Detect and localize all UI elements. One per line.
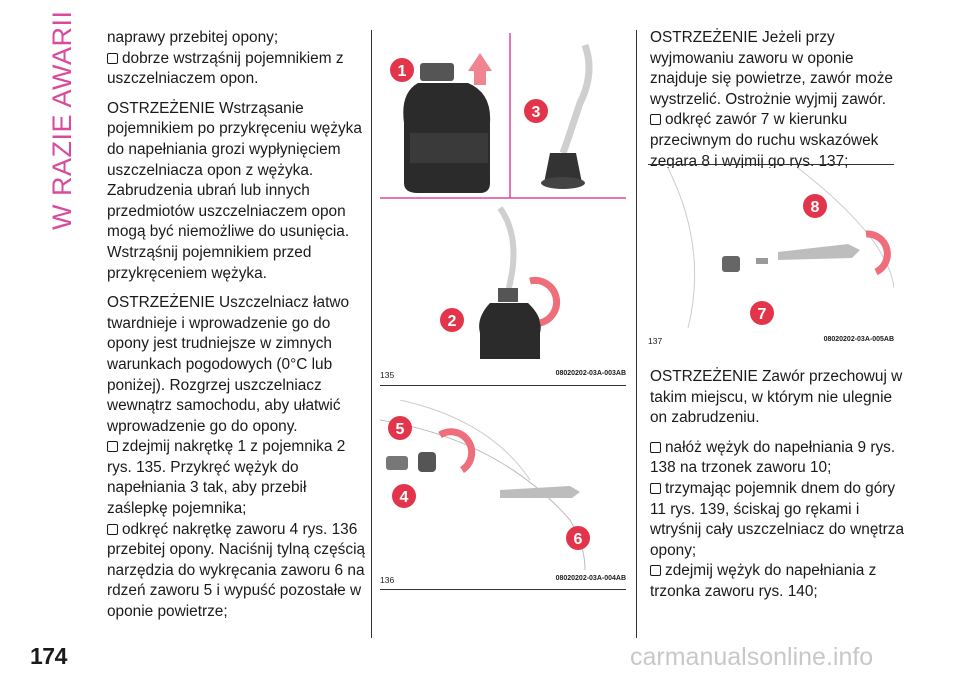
callout-label: 5 (396, 421, 405, 438)
left-text-column: naprawy przebitej opony; dobrze wstrząśn… (107, 28, 369, 632)
callout-2-icon (440, 308, 464, 332)
bullet-item: nałóż wężyk do napełniania 9 rys. 138 na… (650, 438, 910, 479)
callout-4-icon (392, 484, 416, 508)
callout-label: 7 (758, 306, 767, 323)
figure-135-illustration: 1 3 2 (380, 33, 626, 363)
callout-1-icon (390, 58, 414, 82)
callout-6-icon (566, 526, 590, 550)
bullet-icon (650, 565, 661, 577)
callout-5-icon (388, 416, 412, 440)
bullet-text: odkręć nakrętkę zaworu 4 rys. 136 przebi… (107, 520, 366, 621)
callout-3-icon (524, 99, 548, 123)
bullet-icon (650, 441, 661, 453)
figure-caption: 135 08020202-03A-003AB (380, 370, 626, 380)
figure-caption: 136 08020202-03A-004AB (380, 575, 626, 585)
bullet-item: zdejmij wężyk do napełniania z trzonka z… (650, 561, 910, 602)
bullet-text: trzymając pojemnik dnem do góry 11 rys. … (650, 479, 905, 559)
bullet-text: odkręć zawór 7 w kierunku przeciwnym do … (650, 111, 879, 170)
bullet-item: trzymając pojemnik dnem do góry 11 rys. … (650, 479, 910, 561)
figure-rule (380, 589, 626, 590)
figure-136-illustration: 5 4 6 (379, 399, 626, 571)
figure-code: 08020202-03A-004AB (555, 575, 626, 582)
warning-paragraph: OSTRZEŻENIE Wstrząsanie pojemnikiem po p… (107, 99, 362, 282)
right-text-column: OSTRZEŻENIE Jeżeli przy wyjmowaniu zawor… (650, 28, 910, 181)
figure-rule (380, 385, 626, 386)
page-number: 174 (30, 643, 67, 669)
figure-number: 137 (648, 336, 663, 346)
column-divider (371, 30, 372, 638)
right-text-column-lower: OSTRZEŻENIE Zawór przechowuj w takim mie… (650, 367, 910, 603)
callout-label: 1 (398, 63, 407, 80)
section-title: W RAZIE AWARII (44, 10, 80, 230)
bullet-item: dobrze wstrząśnij pojemnikiem z uszczeln… (107, 49, 369, 90)
bullet-icon (107, 523, 118, 535)
bullet-icon (650, 482, 661, 494)
bullet-text: dobrze wstrząśnij pojemnikiem z uszczeln… (107, 49, 344, 88)
figure-code: 08020202-03A-003AB (555, 370, 626, 377)
callout-label: 8 (811, 199, 820, 216)
watermark: carmanualsonline.info (630, 643, 874, 671)
bullet-icon (107, 52, 118, 64)
bullet-text: nałóż wężyk do napełniania 9 rys. 138 na… (650, 438, 896, 477)
warning-paragraph: OSTRZEŻENIE Jeżeli przy wyjmowaniu zawor… (650, 29, 893, 108)
figure-caption: 137 08020202-03A-005AB (648, 336, 894, 346)
callout-8-icon (803, 194, 827, 218)
warning-paragraph: OSTRZEŻENIE Zawór przechowuj w takim mie… (650, 368, 903, 427)
section-title-text: W RAZIE AWARII (47, 10, 77, 230)
callout-label: 2 (448, 313, 457, 330)
figure-number: 135 (380, 370, 395, 380)
warning-paragraph: OSTRZEŻENIE Uszczelniacz łatwo twardniej… (107, 294, 350, 435)
callout-label: 3 (532, 104, 541, 121)
bullet-icon (650, 114, 661, 126)
bullet-item: zdejmij nakrętkę 1 z pojemnika 2 rys. 13… (107, 437, 369, 519)
figure-number: 136 (380, 575, 395, 585)
figure-137-illustration: 8 7 (648, 167, 895, 329)
figure-code: 08020202-03A-005AB (823, 336, 894, 343)
bullet-text: zdejmij nakrętkę 1 z pojemnika 2 rys. 13… (107, 438, 346, 518)
callout-label: 6 (574, 531, 583, 548)
bullet-item: odkręć zawór 7 w kierunku przeciwnym do … (650, 110, 910, 172)
callout-7-icon (750, 301, 774, 325)
callout-label: 4 (400, 489, 409, 506)
column-divider (636, 30, 637, 638)
bullet-text: zdejmij wężyk do napełniania z trzonka z… (650, 562, 877, 600)
figure-rule (648, 164, 894, 165)
bullet-item: odkręć nakrętkę zaworu 4 rys. 136 przebi… (107, 520, 369, 623)
paragraph: naprawy przebitej opony; (107, 29, 279, 46)
bullet-icon (107, 441, 118, 453)
